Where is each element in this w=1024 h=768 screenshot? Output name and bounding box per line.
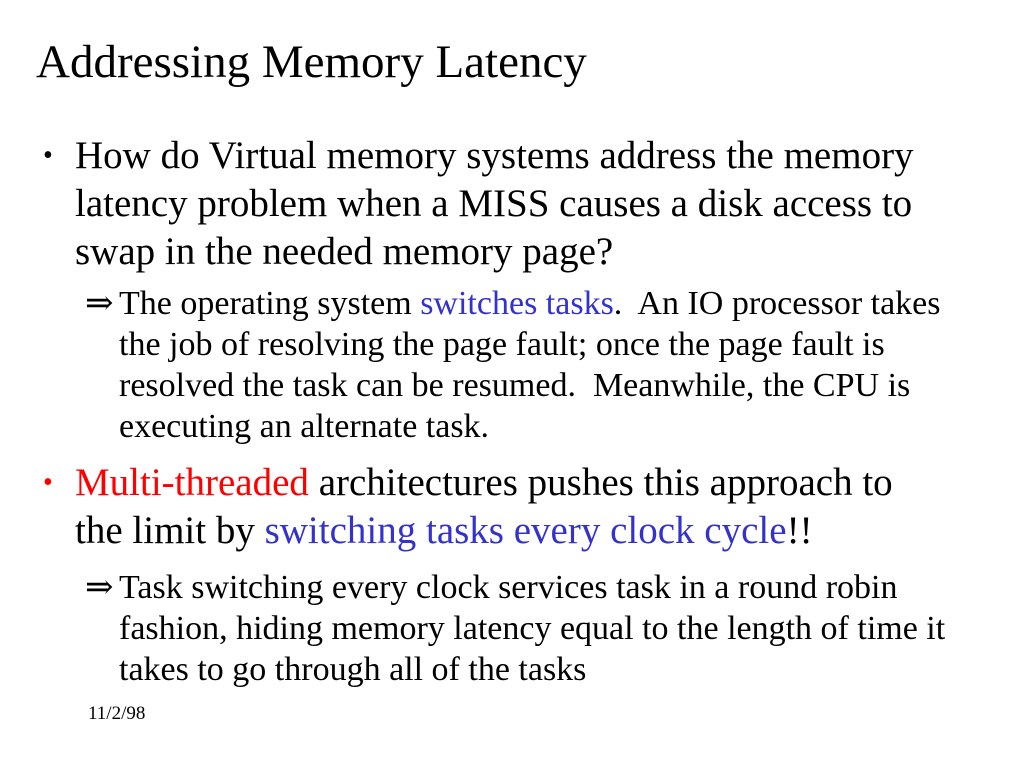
bullet-item-2: • Multi-threaded architectures pushes th…	[0, 459, 1024, 555]
text-segment: Task switching every clock services task…	[119, 569, 898, 606]
text-line: Multi-threaded architectures pushes this…	[75, 459, 1024, 507]
text-line: takes to go through all of the tasks	[119, 649, 1024, 690]
bullet-icon: •	[43, 467, 53, 498]
text-segment: !!	[786, 509, 813, 552]
text-line: swap in the needed memory page?	[75, 228, 1024, 276]
text-line: How do Virtual memory systems address th…	[75, 132, 1024, 180]
text-segment: swap in the needed memory page?	[75, 230, 614, 273]
text-line: fashion, hiding memory latency equal to …	[119, 608, 1024, 649]
text-segment-highlight-red: Multi-threaded	[75, 461, 309, 504]
slide-title: Addressing Memory Latency	[36, 36, 587, 88]
bullet-icon: •	[43, 140, 53, 171]
text-segment: latency problem when a MISS causes a dis…	[75, 182, 913, 225]
text-line: Task switching every clock services task…	[119, 567, 1024, 608]
text-segment: How do Virtual memory systems address th…	[75, 134, 914, 177]
sub-bullet-text: The operating system switches tasks. An …	[119, 283, 1024, 447]
text-segment: architectures pushes this approach to	[308, 461, 893, 504]
text-segment: fashion, hiding memory latency equal to …	[119, 610, 946, 647]
text-segment: resolved the task can be resumed. Meanwh…	[119, 367, 911, 404]
text-line: the job of resolving the page fault; onc…	[119, 324, 1024, 365]
text-segment: takes to go through all of the tasks	[119, 651, 587, 688]
sub-bullet-text: Task switching every clock services task…	[119, 567, 1024, 690]
text-segment: . An IO processor takes	[613, 285, 941, 322]
text-segment: The operating system	[119, 285, 421, 322]
text-segment: the limit by	[75, 509, 265, 552]
text-line: latency problem when a MISS causes a dis…	[75, 180, 1024, 228]
text-segment: the job of resolving the page fault; onc…	[119, 326, 885, 363]
text-line: The operating system switches tasks. An …	[119, 283, 1024, 324]
text-line: resolved the task can be resumed. Meanwh…	[119, 365, 1024, 406]
text-line: executing an alternate task.	[119, 406, 1024, 447]
bullet-item-1: • How do Virtual memory systems address …	[0, 132, 1024, 276]
sub-bullet-item-2: ⇒ Task switching every clock services ta…	[0, 567, 1024, 690]
double-arrow-icon: ⇒	[85, 285, 114, 322]
text-segment: executing an alternate task.	[119, 408, 490, 445]
text-segment-highlight-blue: switches tasks	[420, 285, 614, 322]
bullet-text: How do Virtual memory systems address th…	[75, 132, 1024, 276]
sub-bullet-item-1: ⇒ The operating system switches tasks. A…	[0, 283, 1024, 447]
bullet-text: Multi-threaded architectures pushes this…	[75, 459, 1024, 555]
text-segment-highlight-blue: switching tasks every clock cycle	[264, 509, 787, 552]
double-arrow-icon: ⇒	[85, 569, 114, 606]
text-line: the limit by switching tasks every clock…	[75, 507, 1024, 555]
slide-date: 11/2/98	[88, 703, 146, 724]
